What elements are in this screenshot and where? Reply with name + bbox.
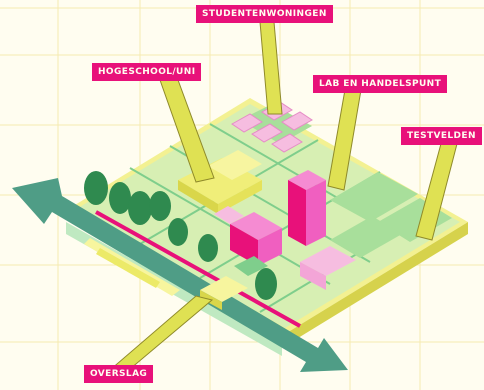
callout-pointers (108, 21, 459, 375)
warehouse (300, 246, 356, 290)
pointer-overslag (108, 295, 214, 375)
pointer-studentenwoningen (259, 21, 283, 115)
flow-arrow (12, 178, 348, 372)
lab-tower (214, 170, 326, 266)
pink-path (95, 210, 301, 328)
waterfront (66, 222, 282, 356)
trees (84, 171, 277, 300)
label-overslag: OVERSLAG (84, 365, 154, 383)
student-housing (231, 101, 313, 153)
label-studentenwoningen: STUDENTENWONINGEN (196, 5, 333, 23)
label-hogeschool: HOGESCHOOL/UNI (92, 63, 202, 81)
label-testvelden: TESTVELDEN (401, 127, 482, 145)
label-lab: LAB EN HANDELSPUNT (313, 75, 448, 93)
